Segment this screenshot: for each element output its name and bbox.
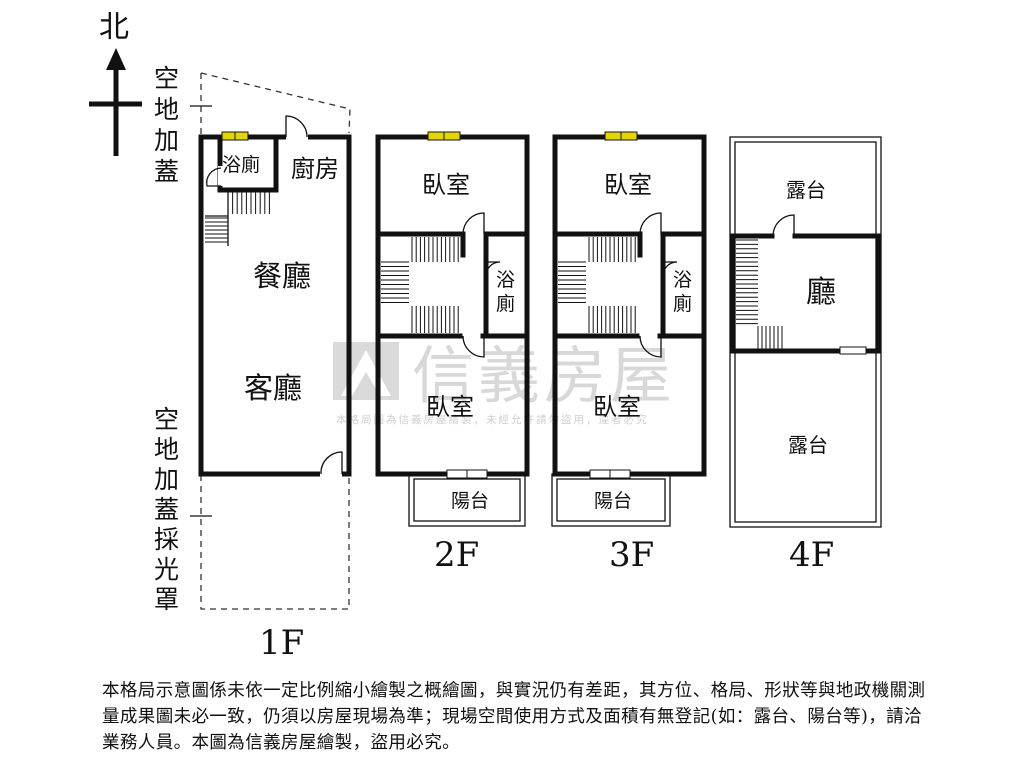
annex-bottom-label-char: 蓋 — [154, 495, 179, 524]
annex-top-label-char: 地 — [154, 95, 179, 124]
annex-bottom-label-char: 加 — [154, 465, 179, 494]
floor-2f: 臥室 浴 廁 臥室 陽台 2F — [375, 131, 530, 575]
north-label: 北 — [99, 10, 129, 45]
room-2f-bedroom-south: 臥室 — [426, 393, 474, 421]
floor-label-3f: 3F — [609, 535, 654, 575]
watermark-notice: 本格局圖為信義房屋繪製，未經允許請勿盜用，違者必究 — [336, 413, 649, 426]
annex-top-label-char: 加 — [154, 126, 179, 155]
room-4f-hall: 廳 — [806, 275, 836, 310]
watermark: 信義房屋 本格局圖為信義房屋繪製，未經允許請勿盜用，違者必究 — [333, 339, 676, 426]
annex-bottom-label-char: 空 — [154, 405, 179, 434]
annex-bottom-label-char: 罩 — [154, 585, 179, 614]
floor-4f: 露台 廳 露台 4F — [729, 136, 882, 575]
room-3f-bath-2: 廁 — [673, 292, 692, 315]
disclaimer-text: 本格局示意圖係未依一定比例縮小繪製之概繪圖，與實況仍有差距，其方位、格局、形狀等… — [102, 681, 926, 753]
room-1f-dining: 餐廳 — [253, 259, 311, 293]
stairs-3f — [558, 237, 636, 333]
room-1f-living: 客廳 — [244, 371, 302, 405]
room-1f-kitchen: 廚房 — [291, 155, 339, 183]
compass: 北 — [89, 10, 142, 156]
room-4f-terrace-south: 露台 — [788, 433, 828, 457]
room-1f-bath: 浴廁 — [222, 153, 260, 176]
annex-bottom-label-char: 採 — [154, 525, 179, 554]
room-2f-balcony: 陽台 — [451, 490, 489, 512]
watermark-logo-icon — [333, 342, 399, 400]
floor-label-2f: 2F — [434, 535, 479, 575]
floor-label-4f: 4F — [789, 535, 834, 575]
floor-3f: 臥室 浴 廁 臥室 陽台 3F — [551, 131, 707, 575]
watermark-brand: 信義房屋 — [412, 339, 676, 412]
room-3f-balcony: 陽台 — [594, 490, 632, 512]
room-4f-terrace-north: 露台 — [786, 178, 826, 202]
room-3f-bedroom-south: 臥室 — [593, 393, 641, 421]
stairs-4f — [736, 239, 783, 349]
annex-bottom-label-char: 光 — [154, 555, 179, 584]
annex-top-label-char: 空 — [154, 64, 179, 93]
stairs-2f — [381, 237, 459, 333]
room-3f-bedroom-north: 臥室 — [604, 171, 652, 199]
room-2f-bath-1: 浴 — [496, 269, 515, 291]
room-3f-bath-1: 浴 — [673, 269, 692, 291]
annex-top-label-char: 蓋 — [154, 157, 179, 186]
room-2f-bath-2: 廁 — [496, 292, 515, 315]
floor-label-1f: 1F — [259, 623, 304, 663]
room-2f-bedroom-north: 臥室 — [422, 171, 470, 199]
north-arrow-icon — [106, 48, 126, 70]
annex-bottom-label-char: 地 — [154, 435, 179, 464]
